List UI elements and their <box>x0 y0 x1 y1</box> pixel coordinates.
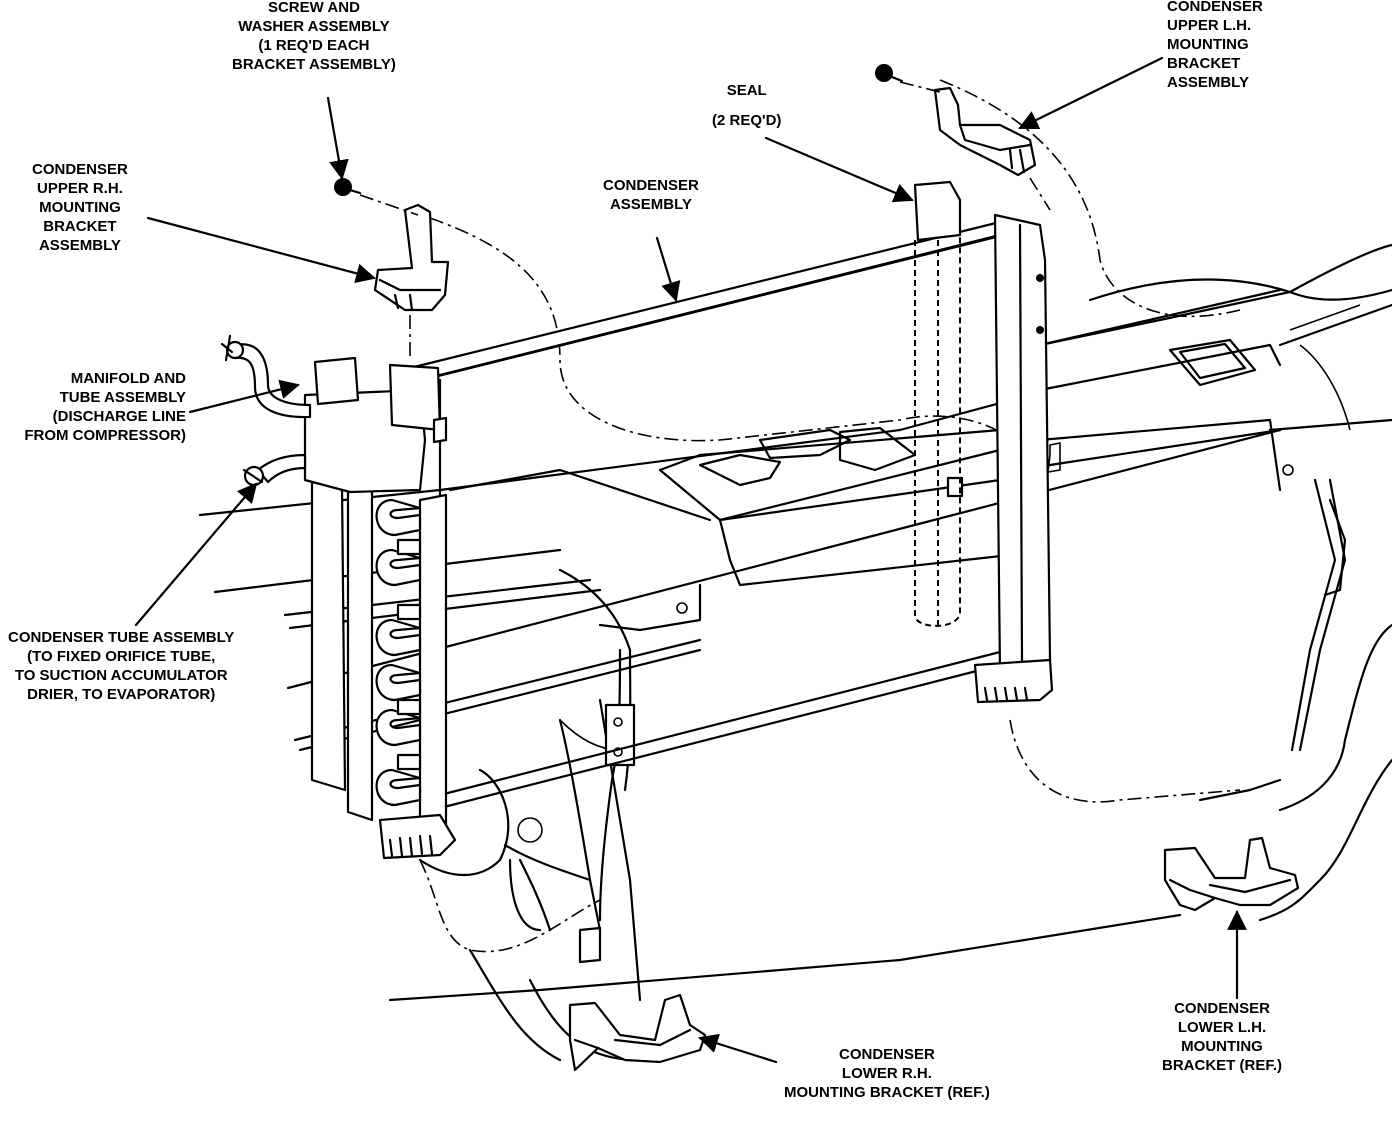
label-condenser-tube: CONDENSER TUBE ASSEMBLY (TO FIXED ORIFIC… <box>8 629 235 703</box>
label-screw-washer: SCREW AND WASHER ASSEMBLY (1 REQ'D EACH … <box>232 0 396 73</box>
upper-rh-bracket <box>373 203 450 312</box>
upper-lh-bracket <box>933 86 1037 177</box>
manifold-assembly <box>220 334 448 494</box>
radiator-support-body <box>388 79 1392 1062</box>
lower-rh-bracket <box>568 993 707 1072</box>
left-end-tank <box>310 478 457 860</box>
label-upper-lh-bracket: CONDENSER UPPER L.H. MOUNTING BRACKET AS… <box>1167 0 1263 91</box>
seal <box>913 180 962 627</box>
label-seal: SEAL (2 REQ'D) <box>712 82 782 129</box>
condenser-core <box>408 220 1002 812</box>
label-manifold-tube: MANIFOLD AND TUBE ASSEMBLY (DISCHARGE LI… <box>24 370 186 444</box>
lower-lh-bracket <box>1163 836 1300 912</box>
label-lower-rh-bracket: CONDENSER LOWER R.H. MOUNTING BRACKET (R… <box>784 1046 990 1101</box>
tube-coils <box>375 498 422 807</box>
right-end-tank <box>946 213 1054 704</box>
label-upper-rh-bracket: CONDENSER UPPER R.H. MOUNTING BRACKET AS… <box>32 161 128 254</box>
label-condenser-assembly: CONDENSER ASSEMBLY <box>603 177 699 213</box>
label-lower-lh-bracket: CONDENSER LOWER L.H. MOUNTING BRACKET (R… <box>1162 1000 1282 1074</box>
leader-lines <box>134 56 1247 1064</box>
screw-icon <box>334 64 904 196</box>
